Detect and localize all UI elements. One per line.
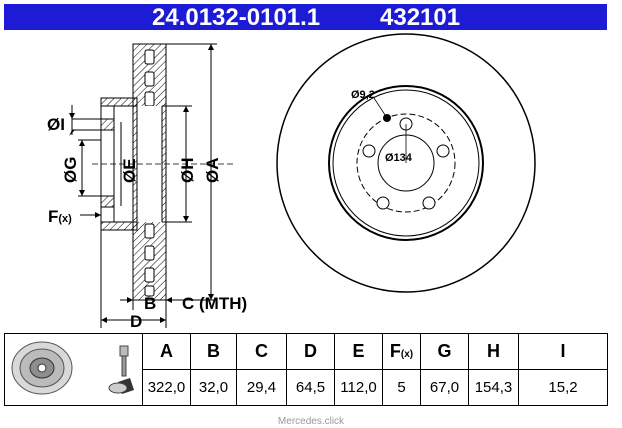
- footer-credit: Mercedes.click: [277, 416, 345, 427]
- label-b: B: [144, 294, 156, 313]
- value-c: 29,4: [236, 369, 287, 406]
- label-f: F(x): [48, 207, 72, 226]
- col-f: F(x): [382, 333, 421, 370]
- col-d: D: [286, 333, 335, 370]
- value-b: 32,0: [190, 369, 237, 406]
- value-f: 5: [382, 369, 421, 406]
- label-dia-a: ØA: [203, 158, 222, 184]
- label-dia-e: ØE: [120, 158, 139, 183]
- disc-outer-circle: [276, 33, 536, 293]
- value-h: 154,3: [468, 369, 519, 406]
- part-code: 432101: [380, 4, 461, 31]
- col-b: B: [190, 333, 237, 370]
- disc-thumbnail: [4, 333, 143, 406]
- value-e: 112,0: [334, 369, 383, 406]
- bolt-hole-section-top: [100, 118, 115, 131]
- hub-bottom-wall: [100, 221, 138, 231]
- section-view: ØI ØG ØE ØH ØA F(x) B C (MTH) D: [47, 43, 247, 331]
- value-d: 64,5: [286, 369, 335, 406]
- spec-table: A B C D E F(x) G H I 322,0 32,0 29,4 64,…: [4, 333, 608, 406]
- col-g: G: [420, 333, 469, 370]
- label-c-mth: C (MTH): [182, 294, 247, 313]
- hat-outer: [332, 89, 480, 237]
- disc-thumbnail-icon: [11, 341, 134, 395]
- cooling-vanes: [144, 49, 155, 297]
- label-pcd: Ø134: [385, 152, 413, 164]
- label-dia-h: ØH: [178, 158, 197, 184]
- pitch-circle: [356, 113, 456, 213]
- front-view: Ø9,2 Ø134: [276, 33, 536, 293]
- bolt-hole-section-bottom: [100, 195, 115, 208]
- label-dia-g: ØG: [61, 157, 80, 183]
- friction-ring-inner: [328, 85, 484, 241]
- value-i: 15,2: [518, 369, 608, 406]
- part-number: 24.0132-0101.1: [152, 4, 321, 31]
- table-header-row: A B C D E F(x) G H I: [4, 333, 608, 406]
- hub-top-wall: [100, 97, 138, 107]
- label-dia-i: ØI: [47, 115, 65, 134]
- title-bar: 24.0132-0101.1 432101: [4, 4, 607, 31]
- col-a: A: [142, 333, 191, 370]
- col-h: H: [468, 333, 519, 370]
- value-a: 322,0: [142, 369, 191, 406]
- technical-drawing: ØI ØG ØE ØH ØA F(x) B C (MTH) D Ø9,2 Ø13…: [47, 33, 536, 331]
- value-g: 67,0: [420, 369, 469, 406]
- col-c: C: [236, 333, 287, 370]
- label-d: D: [130, 312, 142, 331]
- col-e: E: [334, 333, 383, 370]
- label-hole-dia: Ø9,2: [351, 89, 375, 101]
- table-value-row: 322,0 32,0 29,4 64,5 112,0 5 67,0 154,3 …: [5, 369, 608, 406]
- col-i: I: [518, 333, 608, 370]
